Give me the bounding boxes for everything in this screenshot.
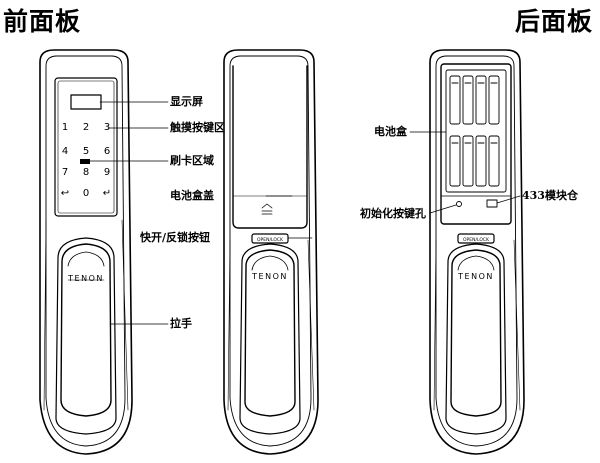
keypad-key: 3 (104, 122, 110, 133)
keypad-key: ↩ (61, 188, 69, 199)
battery-cell (462, 135, 474, 187)
battery-cover (232, 65, 308, 229)
label-card-area: 刷卡区域 (170, 154, 214, 167)
keypad: 1 2 3 4 5 6 7 8 9 ↩ 0 ↵ (61, 122, 111, 199)
brand-mark-middle: TENON (251, 272, 288, 281)
keypad-key: ↵ (103, 188, 111, 199)
middle-panel (223, 49, 319, 455)
brand-mark-back: TENON (457, 272, 494, 281)
card-reader-mark (80, 159, 90, 164)
keypad-key: 4 (62, 146, 68, 157)
label-module-slot: 433模块仓 (522, 189, 578, 202)
keypad-key: 9 (104, 167, 110, 178)
keypad-glass (54, 77, 118, 217)
battery-cell (449, 135, 461, 187)
battery-compartment (440, 63, 512, 225)
keypad-key: 2 (83, 122, 89, 133)
label-handle: 拉手 (170, 317, 192, 330)
label-battery-cover: 电池盒盖 (170, 189, 214, 202)
back-panel (429, 49, 525, 455)
keypad-key: 8 (83, 167, 89, 178)
keypad-key: 0 (83, 188, 89, 199)
label-quick-lock-button: 快开/反锁按钮 (140, 231, 211, 244)
leader-lines (89, 101, 521, 325)
module-slot (486, 199, 498, 208)
quick-lock-button (251, 233, 289, 244)
label-display: 显示屏 (170, 95, 203, 108)
front-handle (60, 243, 112, 417)
battery-cell (475, 135, 487, 187)
battery-cell (462, 75, 474, 125)
back-handle (450, 249, 502, 417)
init-key-hole (456, 201, 462, 207)
button-mark-back: OPEN/LOCK (463, 237, 490, 243)
keypad-key: 6 (104, 146, 110, 157)
brand-mark-front: TENON (67, 274, 104, 283)
back-panel-title: 后面板 (515, 7, 594, 36)
keypad-key: 5 (83, 146, 89, 157)
label-init-key-hole: 初始化按键孔 (360, 207, 426, 220)
label-battery-box: 电池盒 (374, 125, 407, 138)
battery-cell (475, 75, 487, 125)
battery-cell (488, 135, 500, 187)
keypad-key: 1 (62, 122, 68, 133)
front-panel-title: 前面板 (3, 7, 82, 36)
battery-box (445, 69, 507, 193)
middle-handle (244, 249, 296, 417)
label-touch-keypad: 触摸按键区 (170, 121, 225, 134)
front-panel (39, 49, 133, 455)
cover-release-icon (261, 203, 273, 215)
battery-cells (449, 75, 500, 187)
button-mark-middle: OPEN/LOCK (257, 237, 284, 243)
battery-cell (488, 75, 500, 125)
display-screen (70, 94, 102, 110)
keypad-key: 7 (62, 167, 68, 178)
battery-cell (449, 75, 461, 125)
